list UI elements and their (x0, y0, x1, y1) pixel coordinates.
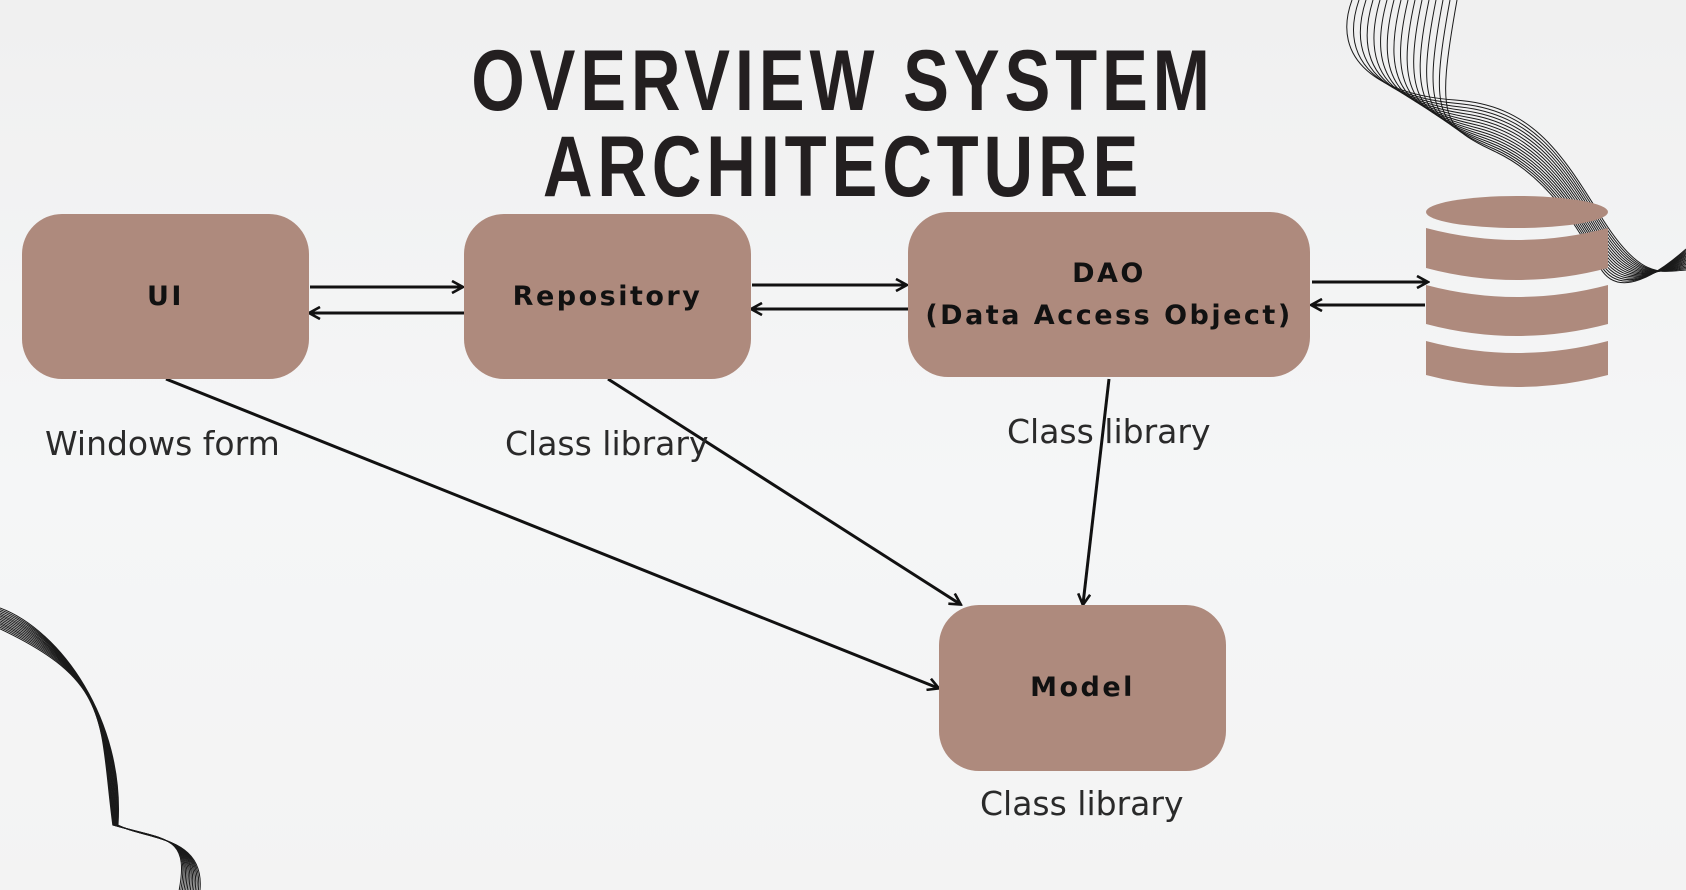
wave-line (1413, 0, 1686, 277)
wave-line (1406, 0, 1686, 276)
dao-box: DAO (Data Access Object) (908, 212, 1310, 377)
wave-line (0, 617, 192, 890)
wave-line (1366, 0, 1686, 272)
wave-line (1380, 0, 1686, 273)
repository-box: Repository (464, 214, 751, 379)
dao-box-label-line1: DAO (1072, 257, 1146, 289)
wave-line (0, 615, 194, 890)
wave-line (1353, 0, 1686, 272)
wave-line (0, 625, 185, 890)
wave-line (1438, 0, 1686, 282)
wave-line (0, 618, 191, 890)
wave-line (0, 626, 184, 890)
wave-line (1400, 0, 1686, 275)
wave-line (1426, 0, 1686, 279)
model-caption: Class library (980, 784, 1184, 823)
repository-caption: Class library (505, 424, 709, 463)
wave-line (0, 620, 189, 890)
wave-line (1386, 0, 1686, 273)
wave-line (0, 609, 200, 890)
database-icon (1426, 196, 1608, 387)
page-title: OVERVIEW SYSTEM ARCHITECTURE (471, 33, 1215, 215)
wave-line (0, 623, 186, 890)
wave-line (0, 610, 198, 890)
wave-line (1346, 0, 1686, 272)
ui-box: UI (22, 214, 309, 379)
wave-line (1419, 0, 1686, 278)
dao-box-label-line2: (Data Access Object) (925, 299, 1293, 331)
ui-box-label: UI (147, 280, 184, 312)
wave-line (0, 607, 201, 890)
dao-caption: Class library (1007, 412, 1211, 451)
wave-line (0, 628, 183, 890)
repository-box-label: Repository (512, 280, 703, 312)
model-box-label: Model (1030, 672, 1135, 704)
wave-line (1432, 0, 1686, 280)
wave-line (1373, 0, 1686, 273)
wave-line (0, 621, 188, 890)
wave-line (0, 613, 195, 890)
wave-line (1359, 0, 1686, 272)
ui-caption: Windows form (45, 424, 280, 463)
wave-line (0, 612, 197, 890)
wave-line (1393, 0, 1686, 274)
model-box: Model (939, 605, 1226, 771)
